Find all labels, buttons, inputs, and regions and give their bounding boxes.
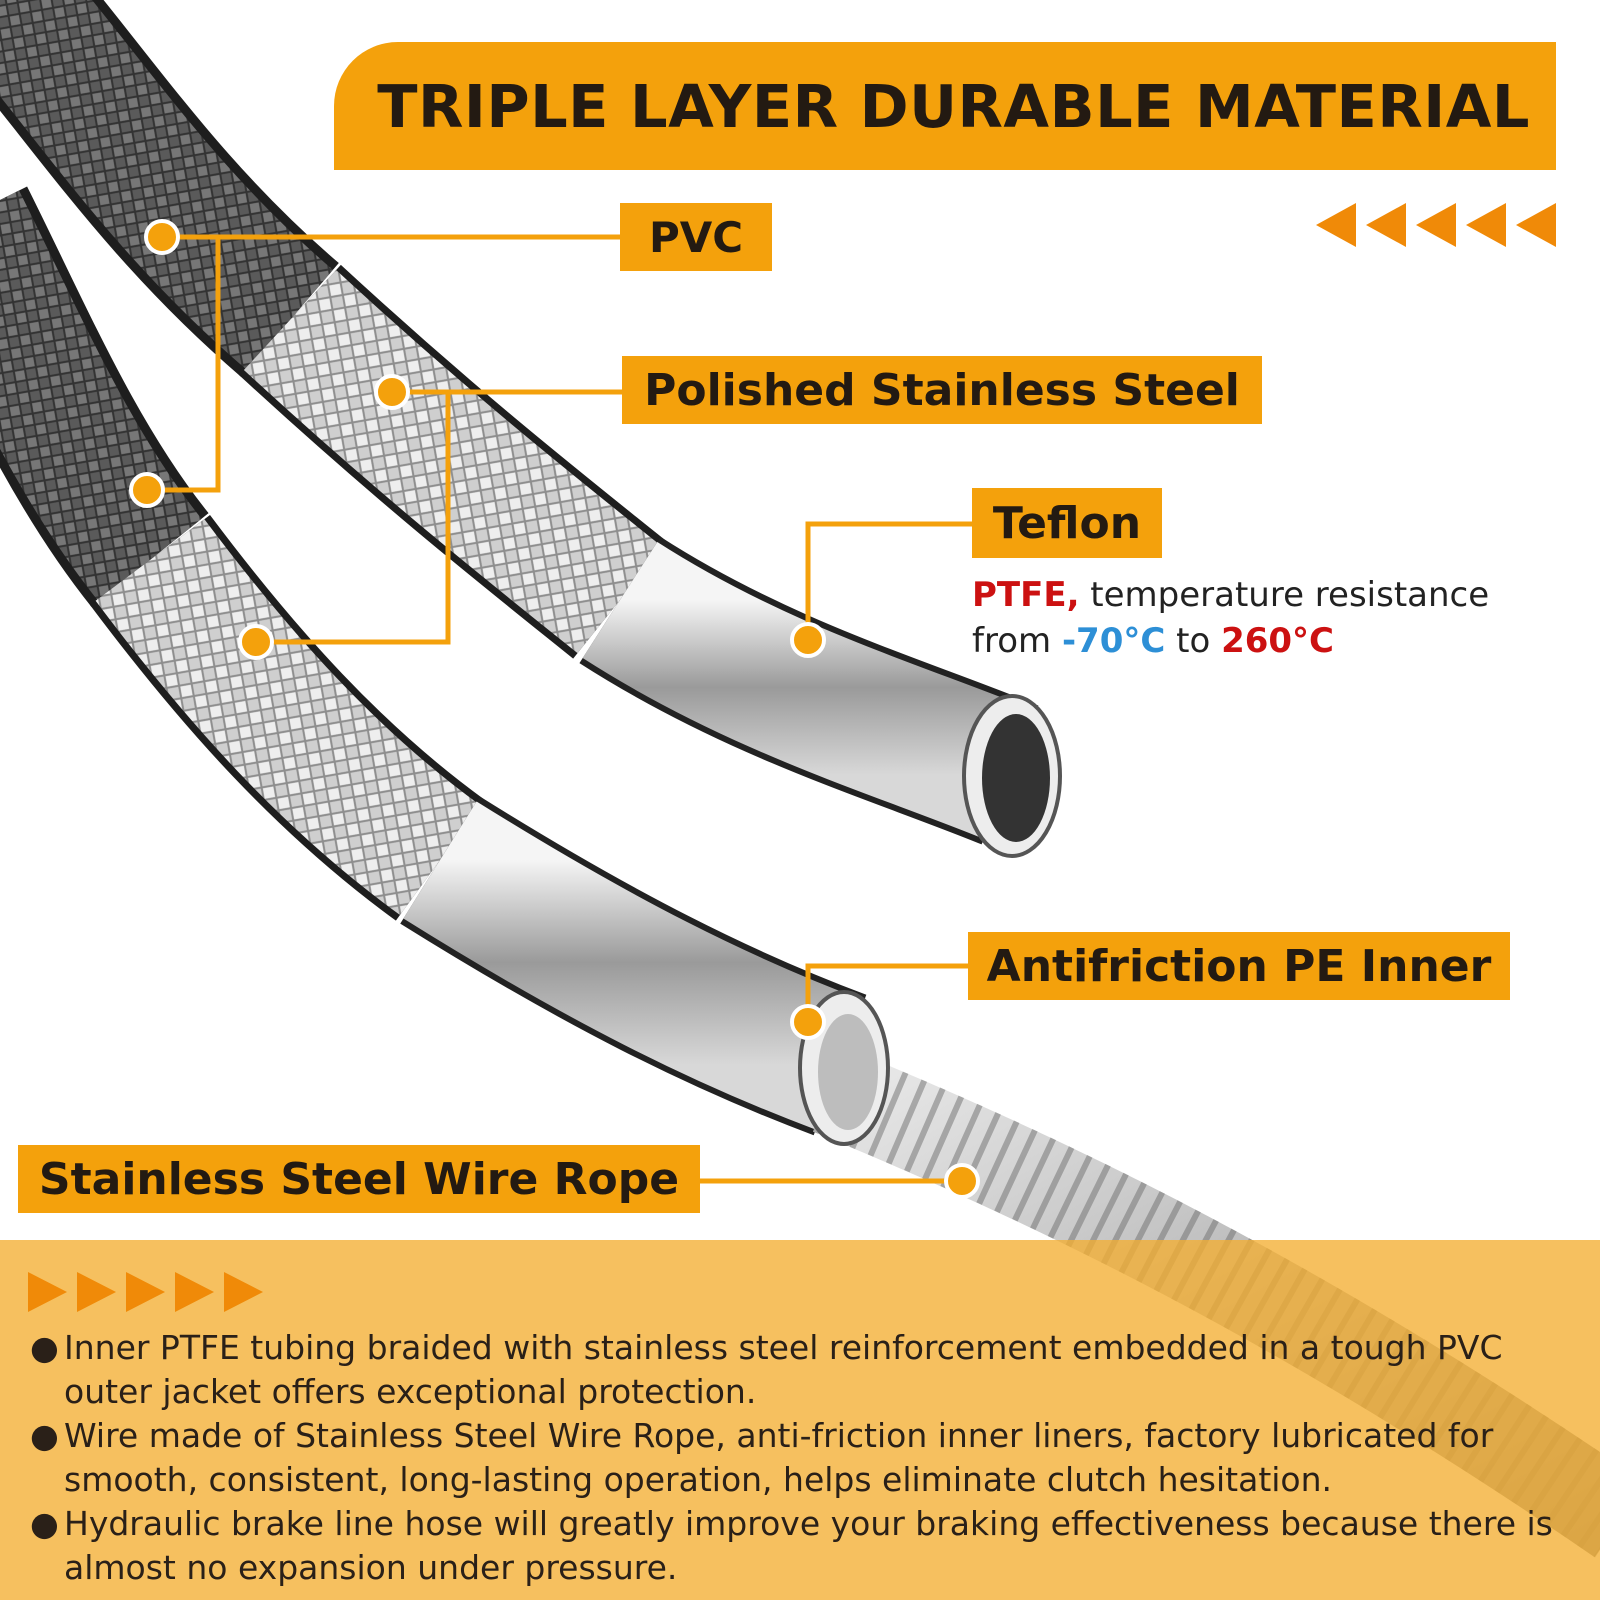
arrow-left-icon — [1316, 203, 1356, 247]
bullet-dot: ● — [30, 1328, 59, 1367]
arrow-left-icon — [1516, 203, 1556, 247]
teflon-temperature-note: PTFE, temperature resistance from -70°C … — [972, 572, 1572, 664]
arrow-right-icon — [28, 1272, 67, 1312]
low-temperature: -70°C — [1061, 621, 1166, 661]
bullet-item: ● Hydraulic brake line hose will greatly… — [30, 1502, 1590, 1590]
bullet-text: Inner PTFE tubing braided with stainless… — [64, 1328, 1503, 1411]
from-text: from — [972, 621, 1062, 661]
title-banner: TRIPLE LAYER DURABLE MATERIAL — [334, 42, 1556, 170]
label-polished-stainless-steel: Polished Stainless Steel — [622, 356, 1262, 424]
bullet-item: ● Inner PTFE tubing braided with stainle… — [30, 1326, 1590, 1414]
teflon-note-text: temperature resistance — [1079, 575, 1490, 615]
label-stainless-steel-wire-rope: Stainless Steel Wire Rope — [18, 1145, 700, 1213]
feature-bullet-list: ● Inner PTFE tubing braided with stainle… — [30, 1326, 1590, 1590]
arrow-right-icon — [126, 1272, 165, 1312]
teflon-note-line-1: PTFE, temperature resistance — [972, 572, 1572, 618]
bullet-dot: ● — [30, 1504, 59, 1543]
arrow-right-group — [28, 1272, 263, 1312]
label-pvc: PVC — [620, 203, 772, 271]
to-text: to — [1165, 621, 1222, 661]
bottom-info-panel — [0, 1240, 1600, 1600]
arrow-right-icon — [175, 1272, 214, 1312]
teflon-note-line-2: from -70°C to 260°C — [972, 618, 1572, 664]
arrow-left-icon — [1366, 203, 1406, 247]
label-teflon: Teflon — [972, 488, 1162, 558]
arrow-left-group — [1316, 203, 1556, 247]
ptfe-label: PTFE, — [972, 575, 1080, 615]
bullet-item: ● Wire made of Stainless Steel Wire Rope… — [30, 1414, 1590, 1502]
bullet-text: Wire made of Stainless Steel Wire Rope, … — [64, 1416, 1494, 1499]
bullet-text: Hydraulic brake line hose will greatly i… — [64, 1504, 1553, 1587]
arrow-left-icon — [1466, 203, 1506, 247]
arrow-left-icon — [1416, 203, 1456, 247]
high-temperature: 260°C — [1221, 621, 1335, 661]
arrow-right-icon — [224, 1272, 263, 1312]
banner-title: TRIPLE LAYER DURABLE MATERIAL — [377, 71, 1530, 141]
label-antifriction-pe-inner: Antifriction PE Inner — [968, 932, 1510, 1000]
arrow-right-icon — [77, 1272, 116, 1312]
bullet-dot: ● — [30, 1416, 59, 1455]
